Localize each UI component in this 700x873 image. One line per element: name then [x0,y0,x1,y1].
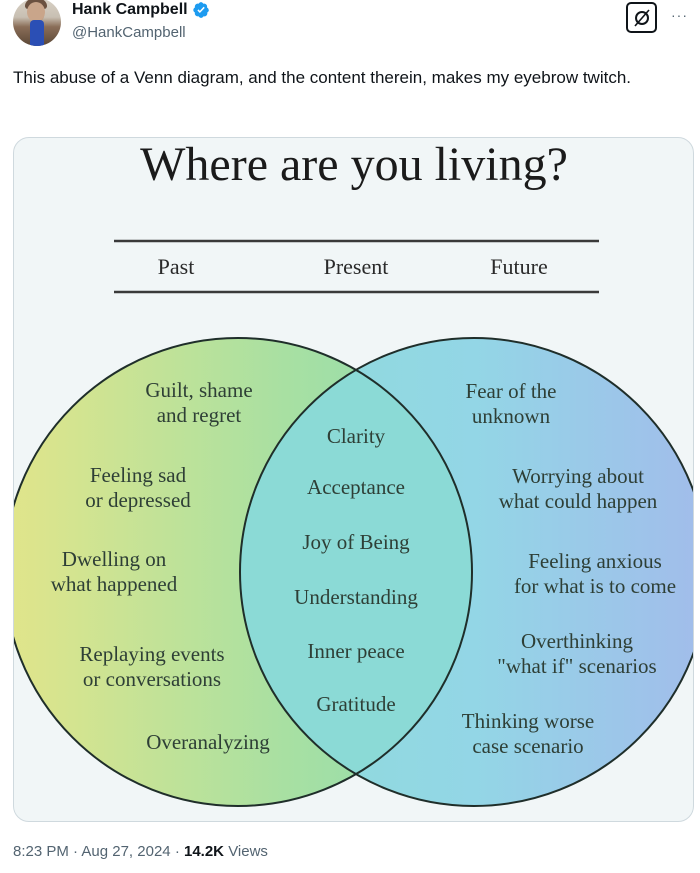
svg-text:Future: Future [490,254,547,279]
author-display-name[interactable]: Hank Campbell [72,1,188,18]
tweet-text: This abuse of a Venn diagram, and the co… [13,68,632,87]
separator: · [73,843,79,860]
past-item: Dwelling on [62,547,167,571]
present-item: Inner peace [307,639,404,663]
svg-text:Past: Past [158,254,195,279]
views-count: 14.2K [183,843,225,860]
past-item: and regret [157,403,242,427]
past-item: Overanalyzing [146,730,270,754]
avatar-shirt [30,20,44,46]
venn-diagram: Where are you living? Past Present Futur… [14,138,693,807]
tweet-meta: 8:23 PM · Aug 27, 2024 · 14.2K Views [13,843,268,860]
tweet-image[interactable]: Where are you living? Past Present Futur… [13,137,694,822]
present-item: Acceptance [307,475,405,499]
past-item: or conversations [83,667,221,691]
author-name-row[interactable]: Hank Campbell [72,1,210,19]
views-label: Views [228,843,268,860]
future-item: unknown [472,404,551,428]
avatar-head [27,2,45,22]
present-item: Clarity [327,424,386,448]
more-options-button[interactable]: ··· [671,7,688,23]
verified-badge-icon [192,2,209,18]
grok-button[interactable] [626,2,657,33]
grok-icon [633,8,650,27]
present-item: Gratitude [316,692,395,716]
image-title: Where are you living? [140,138,568,191]
future-item: Thinking worse [462,709,594,733]
future-item: "what if" scenarios [497,654,656,678]
present-item: Understanding [294,585,418,609]
past-item: Replaying events [79,642,224,666]
past-item: or depressed [85,488,191,512]
past-item: Feeling sad [90,463,187,487]
future-item: Worrying about [512,464,644,488]
past-item: what happened [51,572,178,596]
past-item: Guilt, shame [145,378,252,402]
future-item: Overthinking [521,629,633,653]
tweet-date[interactable]: Aug 27, 2024 [81,843,171,860]
svg-text:Present: Present [324,254,389,279]
future-item: case scenario [472,734,583,758]
future-item: Fear of the [466,379,557,403]
separator: · [174,843,180,860]
present-item: Joy of Being [302,530,410,554]
author-handle[interactable]: @HankCampbell [72,24,186,41]
future-item: what could happen [499,489,658,513]
tweet-time[interactable]: 8:23 PM [13,843,69,860]
future-item: for what is to come [514,574,676,598]
future-item: Feeling anxious [528,549,662,573]
avatar[interactable] [13,0,61,46]
